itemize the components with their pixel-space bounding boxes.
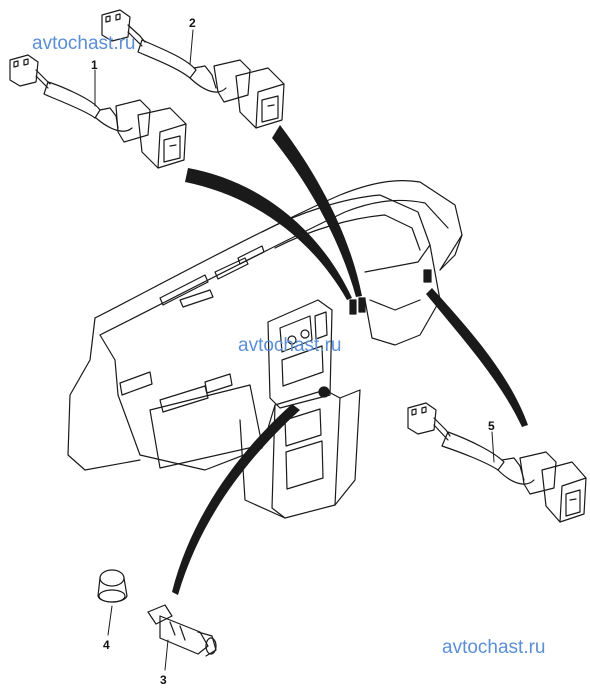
callout-labels [94,29,495,671]
part-4-cap [97,569,128,603]
leader-to-part-2 [272,125,362,297]
part-3-bulb-socket [147,604,217,657]
callout-2: 2 [189,16,196,30]
callout-3: 3 [160,673,167,687]
callout-1: 1 [91,58,98,72]
part-5-switch-harness [407,402,587,523]
part-1-switch-harness [9,54,187,169]
leader-to-part-3 [172,404,300,595]
part-2-switch-harness [101,9,285,129]
leader-to-part-1 [185,168,352,300]
leader-to-part-5 [426,288,528,427]
watermark-bottom: avtochast.ru [442,637,546,658]
dashboard-outline [67,180,463,519]
watermark-top: avtochast.ru [32,33,136,54]
leader-lines [172,125,528,595]
callout-4: 4 [103,638,110,652]
watermark-middle: avtochast.ru [238,335,342,356]
callout-5: 5 [488,419,495,433]
